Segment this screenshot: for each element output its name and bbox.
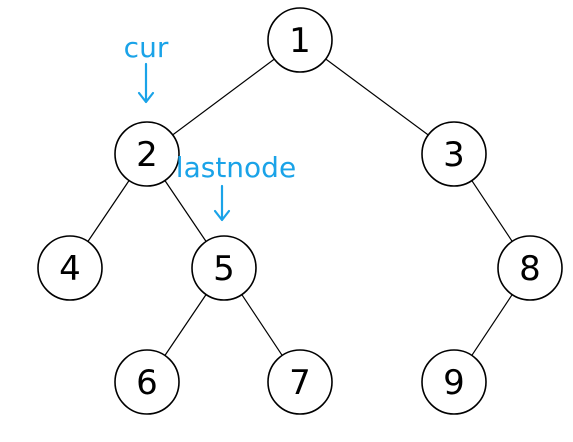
node-label-3: 3	[443, 135, 465, 175]
node-circle-3	[421, 121, 487, 187]
tree-node-9: 9	[421, 349, 487, 415]
node-label-8: 8	[519, 249, 541, 289]
edge-1-2	[172, 58, 275, 136]
node-label-5: 5	[213, 249, 235, 289]
node-label-7: 7	[289, 363, 311, 403]
tree-node-2: 2	[114, 121, 180, 187]
node-circle-6	[114, 349, 180, 415]
node-label-9: 9	[443, 363, 465, 403]
tree-node-3: 3	[421, 121, 487, 187]
tree-node-7: 7	[267, 349, 333, 415]
annotation-label-cur: cur	[124, 31, 169, 64]
node-label-4: 4	[59, 249, 81, 289]
node-label-2: 2	[136, 135, 158, 175]
down-arrow-icon	[213, 184, 231, 222]
node-circle-5	[191, 235, 257, 301]
node-circle-1	[267, 7, 333, 73]
node-circle-4	[37, 235, 103, 301]
node-label-1: 1	[289, 21, 311, 61]
edges-layer	[87, 58, 513, 356]
tree-node-6: 6	[114, 349, 180, 415]
node-label-6: 6	[136, 363, 158, 403]
node-circle-2	[114, 121, 180, 187]
annotation-lastnode: lastnode	[176, 151, 296, 222]
node-circle-9	[421, 349, 487, 415]
annotations-layer: cur lastnode	[124, 31, 296, 222]
annotation-cur: cur	[124, 31, 169, 104]
node-circle-7	[267, 349, 333, 415]
edge-5-7	[241, 294, 283, 356]
edge-2-5	[164, 180, 207, 242]
annotation-label-lastnode: lastnode	[176, 151, 296, 184]
edge-2-4	[87, 180, 130, 242]
down-arrow-icon	[137, 62, 155, 104]
edge-5-6	[164, 294, 207, 356]
tree-node-8: 8	[497, 235, 563, 301]
tree-node-1: 1	[267, 7, 333, 73]
edge-3-8	[471, 180, 513, 242]
tree-node-4: 4	[37, 235, 103, 301]
edge-8-9	[471, 294, 513, 356]
edge-1-3	[325, 58, 429, 136]
nodes-layer: 1 2 3 4 5 8 6 7 9	[37, 7, 563, 415]
tree-node-5: 5	[191, 235, 257, 301]
node-circle-8	[497, 235, 563, 301]
